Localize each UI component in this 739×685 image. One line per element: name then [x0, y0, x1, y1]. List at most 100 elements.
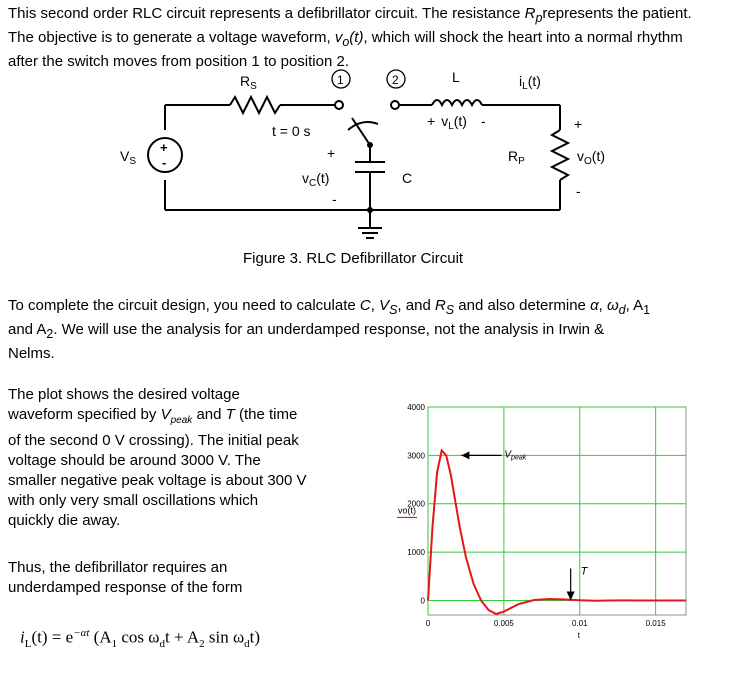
- plotdesc-l7: quickly die away.: [8, 512, 121, 529]
- task-text-c: . We will use the analysis for an underd…: [53, 321, 605, 338]
- label-vc-plus: +: [327, 145, 335, 161]
- intro-paragraph: This second order RLC circuit represents…: [8, 4, 733, 72]
- t-annotation: T: [581, 565, 589, 577]
- y-tick-label: 0: [421, 596, 426, 605]
- label-vo: vO(t): [577, 148, 605, 167]
- plotdesc-l2c: (the time: [234, 406, 298, 423]
- formula-d1: d: [159, 638, 165, 651]
- rs-resistor: [229, 94, 281, 116]
- task-line3: Nelms.: [8, 345, 55, 362]
- label-rp: RP: [508, 148, 525, 167]
- y-tick-label: 4000: [407, 403, 425, 412]
- position-2-marker: [386, 69, 406, 89]
- label-c: C: [402, 170, 412, 186]
- rp-subscript: p: [535, 11, 543, 25]
- tick-labels: 0 0.005 0.01 0.015 0 1000 2000 3000 4000: [407, 403, 666, 628]
- x-tick-label: 0.015: [646, 619, 667, 628]
- label-src-plus: +: [160, 140, 168, 155]
- label-src-minus: -: [162, 155, 166, 170]
- plotdesc-l2b: and: [192, 406, 226, 423]
- label-vc: vC(t): [302, 170, 329, 189]
- switch-pivot: [367, 142, 373, 148]
- intro-text-1: This second order RLC circuit represents…: [8, 5, 525, 22]
- plotdesc-l3: of the second 0 V crossing). The initial…: [8, 432, 299, 449]
- thus-l1: Thus, the defibrillator requires an: [8, 559, 228, 576]
- position-1-marker: [331, 69, 351, 89]
- plot-area: [427, 406, 687, 616]
- vpeak-arrowhead: [461, 451, 470, 460]
- intro-text-1b: represents the patient.: [542, 5, 692, 22]
- series-line: [427, 448, 686, 616]
- plot-description: The plot shows the desired voltage wavef…: [8, 385, 353, 531]
- x-axis-label: t: [578, 631, 581, 640]
- formula-open: (A: [89, 627, 112, 647]
- label-vl: +vL(t)-: [427, 113, 486, 132]
- x-tick-label: 0.01: [572, 619, 588, 628]
- task-rs: R: [434, 297, 446, 314]
- task-a1: A: [633, 297, 644, 314]
- intro-text-3: after the switch moves from position 1 t…: [8, 53, 349, 70]
- formula-lhs-arg: (t) = e: [31, 627, 74, 647]
- task-sep1: ,: [370, 297, 380, 314]
- y-tick-label: 3000: [407, 451, 425, 460]
- formula-a2-sub: 2: [199, 638, 205, 651]
- task-wd: ω: [606, 297, 619, 314]
- formula-lhs: i: [20, 627, 25, 647]
- task-vs-sub: S: [389, 303, 398, 317]
- voltage-source: [147, 137, 183, 173]
- vo-symbol: v: [334, 29, 343, 46]
- label-vo-plus: +: [574, 116, 582, 132]
- x-tick-label: 0: [426, 619, 431, 628]
- plotdesc-l2a: waveform specified by: [8, 406, 161, 423]
- task-text-a: To complete the circuit design, you need…: [8, 297, 360, 314]
- figure-caption: Figure 3. RLC Defibrillator Circuit: [243, 250, 464, 267]
- ground-node: [367, 207, 373, 213]
- plotdesc-l1: The plot shows the desired voltage: [8, 386, 240, 403]
- plotdesc-vpeak: V: [160, 406, 171, 423]
- formula-close: t): [249, 627, 261, 647]
- thus-paragraph: Thus, the defibrillator requires an unde…: [8, 558, 308, 598]
- task-alpha: α: [590, 297, 599, 314]
- y-tick-label: 2000: [407, 500, 425, 509]
- task-a2-sub: 2: [46, 327, 54, 341]
- formula-a1-sub: 1: [111, 638, 118, 651]
- y-axis-label: vo(t): [398, 505, 416, 515]
- formula-d2: d: [244, 638, 250, 651]
- task-a1-sub: 1: [643, 303, 651, 317]
- task-rs-sub: S: [445, 303, 455, 317]
- plotdesc-l5: smaller negative peak voltage is about 3…: [8, 472, 307, 489]
- formula-exp: −αt: [73, 627, 90, 639]
- switch-arc: [347, 121, 379, 131]
- task-line2: and A: [8, 321, 47, 338]
- formula-cos: cos ω: [117, 627, 160, 647]
- formula-t1: t + A: [164, 627, 200, 647]
- rp-resistor: [549, 129, 571, 181]
- label-rs: RS: [240, 73, 257, 92]
- vo-subscript: o: [342, 35, 350, 49]
- thus-l2: underdamped response of the form: [8, 579, 243, 596]
- y-tick-label: 1000: [407, 548, 425, 557]
- plotdesc-l4: voltage should be around 3000 V. The: [8, 452, 261, 469]
- vo-arg: (t): [349, 29, 364, 46]
- label-switch-time: t = 0 s: [272, 123, 311, 139]
- plotdesc-l6: with only very small oscillations which: [8, 492, 259, 509]
- intro-text-2a: The objective is to generate a voltage w…: [8, 29, 335, 46]
- task-and: , and: [397, 297, 435, 314]
- rlc-circuit-diagram: RS 1 2 L iL(t) +vL(t)- t = 0 s VS + - + …: [120, 69, 605, 239]
- plotdesc-vpeak-sub: peak: [170, 415, 193, 426]
- label-l: L: [452, 69, 460, 85]
- plotdesc-t: T: [225, 406, 235, 423]
- label-pos1: 1: [337, 73, 344, 87]
- label-il: iL(t): [519, 73, 541, 92]
- x-tick-label: 0.005: [494, 619, 515, 628]
- switch-blade: [351, 117, 371, 146]
- task-c: C: [359, 297, 371, 314]
- formula-sin: sin ω: [204, 627, 245, 647]
- task-text-b: and also determine: [454, 297, 591, 314]
- formula-lhs-sub: L: [24, 638, 32, 651]
- label-vs: VS: [120, 148, 136, 167]
- label-vo-minus: -: [576, 183, 581, 199]
- task-wd-sub: d: [618, 303, 626, 317]
- task-paragraph: To complete the circuit design, you need…: [8, 296, 733, 364]
